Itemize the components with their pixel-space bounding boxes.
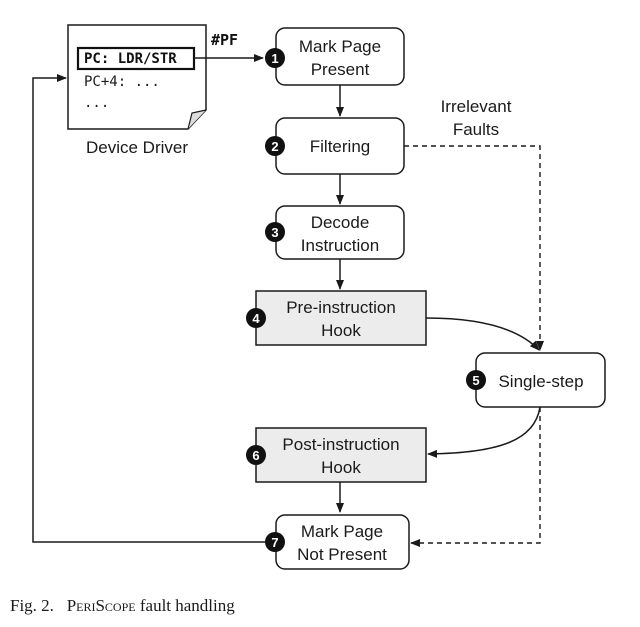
- page-fault-label: #PF: [211, 31, 238, 49]
- caption-suffix: fault handling: [139, 596, 235, 615]
- irrelevant-label-line2: Faults: [453, 120, 499, 139]
- arrow-4-to-5: [425, 317, 540, 351]
- irrelevant-label-line1: Irrelevant: [441, 97, 512, 116]
- step-single-step: Single-step 5: [466, 352, 606, 408]
- step-7-label-line2: Not Present: [297, 545, 387, 564]
- step-1-badge: [265, 48, 285, 68]
- return-to-driver-arrow: [32, 74, 265, 543]
- step-7-badge: [265, 532, 285, 552]
- step-6-label-line2: Hook: [321, 458, 361, 477]
- caption-system-name: PeriScope: [66, 596, 136, 615]
- step-4-badge: [246, 308, 266, 328]
- step-6-badge: [246, 445, 266, 465]
- step-3-badge: [265, 222, 285, 242]
- device-driver-document: PC: LDR/STR PC+4: ... ...: [67, 24, 207, 130]
- step-1-label-line2: Present: [311, 60, 370, 79]
- step-5-label: Single-step: [498, 372, 583, 391]
- step-2-label: Filtering: [310, 137, 370, 156]
- step-2-number: 2: [271, 139, 278, 154]
- step-1-label-line1: Mark Page: [299, 37, 381, 56]
- step-3-label-line1: Decode: [311, 213, 370, 232]
- step-pre-instruction-hook: Pre-instruction Hook 4: [246, 290, 427, 346]
- figure-caption: Fig. 2. PeriScope fault handling: [10, 596, 235, 616]
- step-1-number: 1: [271, 51, 278, 66]
- step-5-badge: [466, 370, 486, 390]
- arrow-5-to-6: [427, 406, 541, 458]
- step-mark-page-present: Mark Page Present 1: [265, 27, 405, 86]
- driver-line-current: PC: LDR/STR: [84, 51, 177, 67]
- step-4-label-line2: Hook: [321, 321, 361, 340]
- step-3-label-line2: Instruction: [301, 236, 379, 255]
- step-5-number: 5: [472, 373, 479, 388]
- step-3-number: 3: [271, 225, 278, 240]
- step-6-label-line1: Post-instruction: [282, 435, 399, 454]
- caption-prefix: Fig. 2.: [10, 596, 54, 615]
- step-7-number: 7: [271, 535, 278, 550]
- irrelevant-faults-path: [404, 145, 544, 351]
- step-4-label-line1: Pre-instruction: [286, 298, 396, 317]
- driver-line-next: PC+4: ...: [84, 74, 160, 90]
- step-filtering: Filtering 2: [265, 117, 405, 175]
- step-4-number: 4: [252, 311, 260, 326]
- step-decode-instruction: Decode Instruction 3: [265, 205, 405, 260]
- step-mark-page-not-present: Mark Page Not Present 7: [265, 514, 410, 570]
- step-6-number: 6: [252, 448, 259, 463]
- arrow-5-to-7-dashed: [410, 407, 541, 547]
- device-driver-label: Device Driver: [86, 138, 188, 157]
- step-2-badge: [265, 136, 285, 156]
- driver-line-ellipsis: ...: [84, 95, 109, 111]
- step-post-instruction-hook: Post-instruction Hook 6: [246, 427, 427, 483]
- step-7-label-line1: Mark Page: [301, 522, 383, 541]
